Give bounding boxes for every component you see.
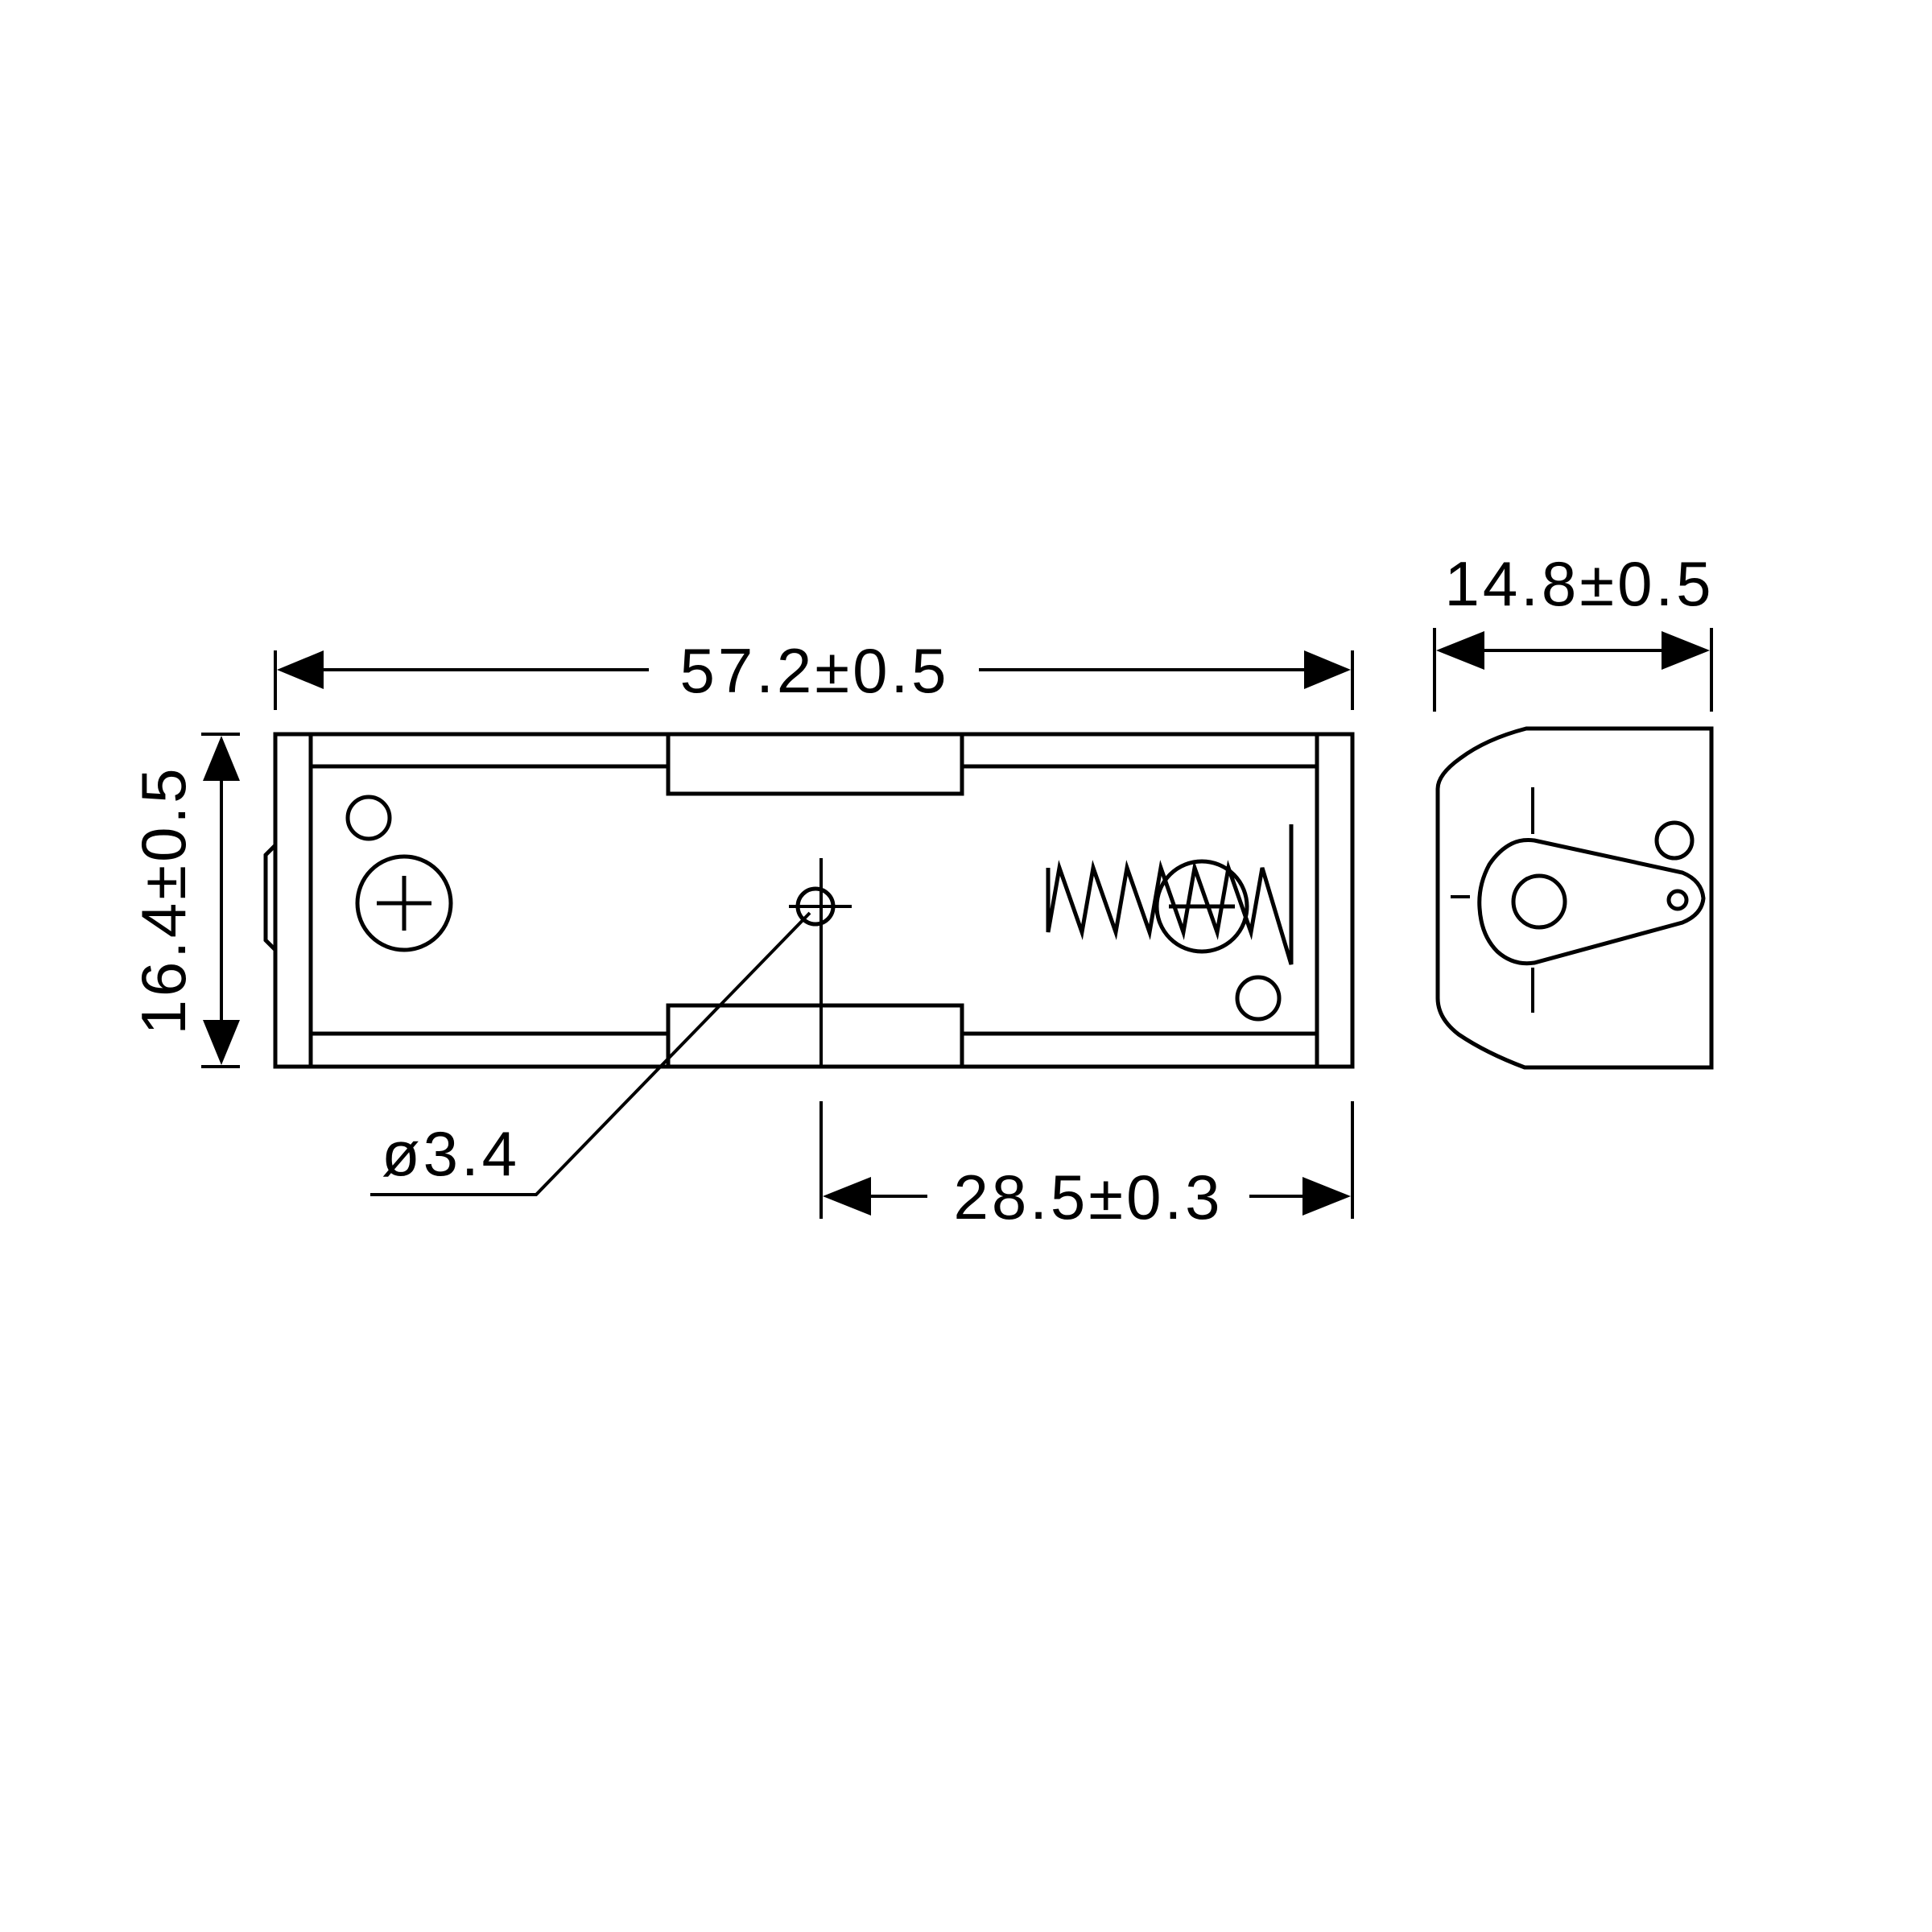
height-label: 16.4±0.5 xyxy=(128,765,199,1034)
arrowhead-right xyxy=(1662,631,1710,670)
arrowhead-right xyxy=(1302,1177,1351,1216)
arrowhead-up xyxy=(203,736,240,781)
arrowhead-left xyxy=(277,650,324,689)
spring-icon xyxy=(1046,824,1294,965)
dim-width: 14.8±0.5 xyxy=(1433,548,1714,712)
solder-lug xyxy=(1477,838,1706,966)
dim-height: 16.4±0.5 xyxy=(128,733,240,1068)
hole-leader-line xyxy=(370,911,811,1196)
lug-large-hole xyxy=(1511,873,1567,930)
arrowhead-down xyxy=(203,1020,240,1065)
arrowhead-left xyxy=(823,1177,871,1216)
end-view-mounting-hole xyxy=(1654,820,1695,861)
hole-diameter-label: ø3.4 xyxy=(382,1118,520,1189)
arrowhead-right xyxy=(1304,650,1351,689)
arrowhead-left xyxy=(1436,631,1484,670)
mounting-hole-upper-left xyxy=(345,795,392,841)
dim-center-offset: 28.5±0.3 xyxy=(819,1101,1354,1232)
lug-small-hole xyxy=(1666,889,1689,911)
top-view xyxy=(263,732,1355,1196)
width-label: 14.8±0.5 xyxy=(1444,548,1714,619)
top-retaining-tab xyxy=(666,732,964,796)
end-view-outline xyxy=(1435,726,1714,1070)
negative-contact xyxy=(1154,859,1249,954)
dim-length: 57.2±0.5 xyxy=(274,635,1354,710)
end-view xyxy=(1435,726,1714,1070)
mounting-hole-lower-right xyxy=(1235,975,1282,1022)
length-label: 57.2±0.5 xyxy=(679,635,949,706)
left-terminal-bump xyxy=(263,844,277,952)
center-offset-label: 28.5±0.3 xyxy=(953,1162,1223,1232)
positive-contact xyxy=(355,854,453,952)
bottom-retaining-tab xyxy=(666,1003,964,1069)
